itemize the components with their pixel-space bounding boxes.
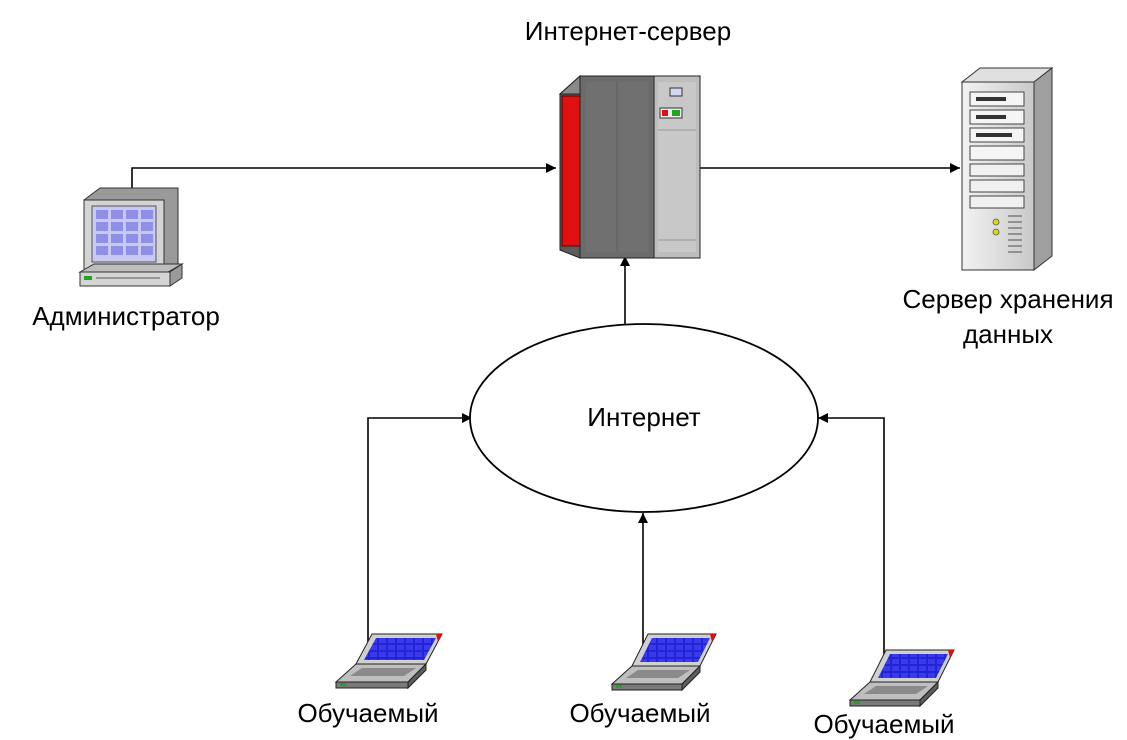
laptop-icon: [610, 633, 717, 692]
learner1-to-internet-connector: [367, 413, 472, 660]
admin-label: Администратор: [32, 301, 220, 331]
mainframe-server-icon: [558, 74, 702, 259]
internet-label: Интернет: [587, 402, 701, 432]
laptop-icon: [334, 633, 443, 690]
storage-label-line1: Сервер хранения: [902, 284, 1113, 314]
laptop-icon: [848, 649, 955, 708]
learner-node-3: Обучаемый: [813, 649, 955, 739]
desktop-computer-icon: [78, 187, 184, 287]
learner-node-2: Обучаемый: [569, 633, 717, 728]
admin-node: Администратор: [32, 187, 220, 331]
connections: [131, 163, 960, 678]
admin-to-server-connector: [131, 163, 556, 190]
storage-server-node: Сервер хранения данных: [902, 66, 1114, 349]
learner3-to-internet-connector: [818, 413, 885, 678]
learner-node-1: Обучаемый: [297, 633, 443, 728]
internet-node: Интернет: [469, 323, 819, 513]
learner2-label: Обучаемый: [569, 698, 710, 728]
internet-ellipse: [469, 323, 819, 513]
web-server-node: Интернет-сервер: [525, 16, 731, 259]
storage-label-line2: данных: [963, 319, 1053, 349]
web-server-label: Интернет-сервер: [525, 16, 731, 46]
learner3-label: Обучаемый: [813, 709, 954, 739]
learner1-label: Обучаемый: [297, 698, 438, 728]
tower-server-icon: [960, 66, 1054, 272]
